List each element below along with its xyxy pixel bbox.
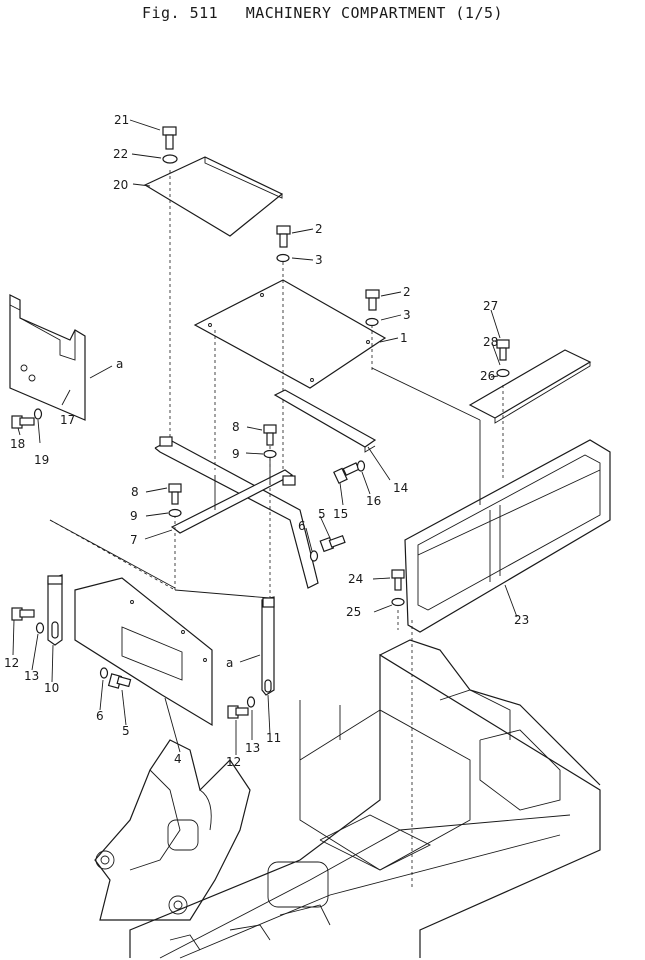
callout-13-left: 13 bbox=[24, 669, 39, 683]
callout-8-upper: 8 bbox=[232, 420, 240, 434]
callout-25: 25 bbox=[346, 605, 361, 619]
callout-5-right: 5 bbox=[318, 507, 326, 521]
bracket-10 bbox=[47, 574, 63, 646]
callout-12-right: 12 bbox=[226, 755, 241, 769]
figure-title: Fig. 511 MACHINERY COMPARTMENT (1/5) bbox=[0, 4, 645, 22]
bolt-21 bbox=[162, 126, 177, 150]
cover-26 bbox=[468, 349, 592, 480]
callout-6-right: 6 bbox=[298, 519, 306, 533]
callout-a-lower: a bbox=[226, 656, 233, 670]
callout-28: 28 bbox=[483, 335, 498, 349]
callout-16: 16 bbox=[366, 494, 381, 508]
callout-4: 4 bbox=[174, 752, 182, 766]
washer-13-right bbox=[246, 696, 256, 708]
bolt-8-upper bbox=[263, 424, 277, 446]
callout-3-upper: 3 bbox=[315, 253, 323, 267]
callout-9-upper: 9 bbox=[232, 447, 240, 461]
bolt-5-right bbox=[319, 535, 346, 553]
callout-23: 23 bbox=[514, 613, 529, 627]
callout-12-left: 12 bbox=[4, 656, 19, 670]
figure-number: Fig. 511 bbox=[141, 4, 219, 22]
callout-17: 17 bbox=[60, 413, 75, 427]
bracket-14 bbox=[273, 389, 377, 453]
washer-6-left bbox=[99, 667, 109, 679]
washer-9-lower bbox=[168, 508, 182, 518]
callout-labels: 21 22 20 2 3 2 3 1 27 28 26 a 18 19 17 8… bbox=[4, 113, 529, 769]
callout-2-upper: 2 bbox=[315, 222, 323, 236]
bracket-11 bbox=[261, 596, 275, 696]
frame-assembly-23 bbox=[397, 439, 611, 890]
callout-20: 20 bbox=[113, 178, 128, 192]
callout-a-upper: a bbox=[116, 357, 123, 371]
bolt-15 bbox=[333, 462, 360, 484]
cover-plate-20 bbox=[143, 156, 284, 440]
callout-22: 22 bbox=[113, 147, 128, 161]
callout-26: 26 bbox=[480, 369, 495, 383]
callout-8-lower: 8 bbox=[131, 485, 139, 499]
callout-11: 11 bbox=[266, 731, 281, 745]
bolt-18 bbox=[11, 415, 35, 429]
washer-6-right bbox=[309, 550, 319, 562]
bolt-8-lower bbox=[168, 483, 182, 505]
callout-3-lower: 3 bbox=[403, 308, 411, 322]
washer-13-left bbox=[35, 622, 45, 634]
side-cover-17 bbox=[9, 294, 86, 421]
callout-15: 15 bbox=[333, 507, 348, 521]
callout-6-left: 6 bbox=[96, 709, 104, 723]
leader-lines bbox=[12, 119, 518, 755]
callout-9-lower: 9 bbox=[130, 509, 138, 523]
washer-9-upper bbox=[263, 449, 277, 459]
washer-3-lower bbox=[365, 317, 379, 327]
callout-27: 27 bbox=[483, 299, 498, 313]
bolt-24 bbox=[391, 569, 405, 591]
callout-19: 19 bbox=[34, 453, 49, 467]
bolt-12-left bbox=[11, 607, 35, 621]
bolt-2-upper bbox=[276, 225, 291, 248]
bolt-2-lower bbox=[365, 289, 380, 311]
support-frame-7 bbox=[154, 330, 319, 600]
callout-5-left: 5 bbox=[122, 724, 130, 738]
machinery-frame bbox=[94, 639, 601, 959]
washer-3-upper bbox=[276, 253, 290, 263]
bolt-12-right bbox=[227, 705, 249, 719]
side-panel-4 bbox=[49, 519, 213, 727]
callout-24: 24 bbox=[348, 572, 363, 586]
callout-14: 14 bbox=[393, 481, 408, 495]
callout-10: 10 bbox=[44, 681, 59, 695]
assembly-lines bbox=[49, 367, 481, 599]
callout-1: 1 bbox=[400, 331, 408, 345]
bolt-5-left bbox=[107, 673, 132, 689]
callout-2-lower: 2 bbox=[403, 285, 411, 299]
floor-plate-1 bbox=[193, 262, 387, 480]
washer-19 bbox=[33, 408, 43, 420]
washer-28 bbox=[496, 368, 510, 378]
washer-25 bbox=[391, 597, 405, 607]
callout-21: 21 bbox=[114, 113, 129, 127]
callout-13-right: 13 bbox=[245, 741, 260, 755]
callout-7: 7 bbox=[130, 533, 138, 547]
washer-16 bbox=[356, 460, 366, 472]
washer-22 bbox=[162, 154, 178, 164]
callout-18: 18 bbox=[10, 437, 25, 451]
figure-caption: MACHINERY COMPARTMENT (1/5) bbox=[245, 4, 504, 22]
bolt-27 bbox=[496, 339, 510, 361]
